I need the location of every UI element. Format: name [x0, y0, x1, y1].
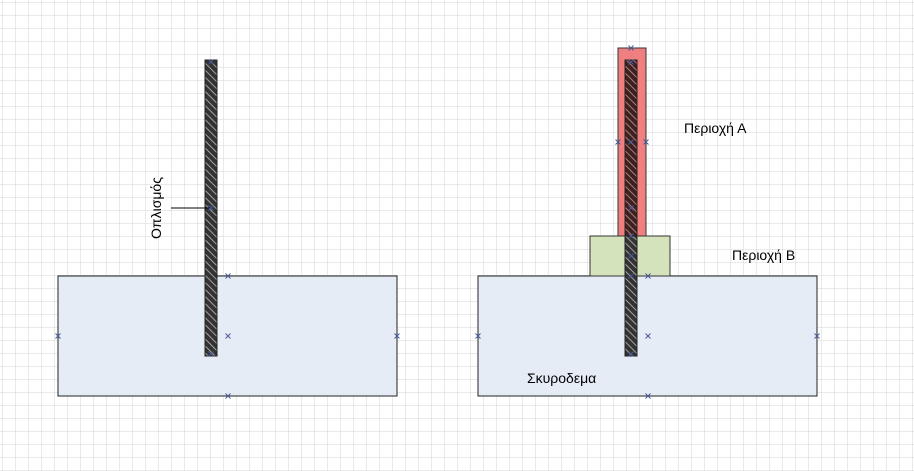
handle-marker: [814, 333, 820, 339]
region-a-label: Περιοχή Α: [684, 120, 747, 136]
handle-marker: [55, 333, 61, 339]
handle-marker: [628, 233, 634, 239]
handle-marker: [225, 273, 231, 279]
handle-marker: [394, 333, 400, 339]
handle-marker: [208, 205, 214, 211]
handle-marker: [628, 205, 634, 211]
handle-marker: [643, 139, 649, 145]
handle-marker: [628, 351, 634, 357]
handle-marker: [208, 59, 214, 65]
handle-marker: [475, 333, 481, 339]
rebar-right-lower[interactable]: [624, 235, 638, 357]
rebar-label: Οπλισμός: [148, 177, 164, 239]
handle-marker: [225, 333, 231, 339]
handle-marker: [628, 59, 634, 65]
handle-marker: [645, 273, 651, 279]
concrete-label: Σκυροδεμα: [527, 370, 596, 386]
handle-marker: [645, 393, 651, 399]
left-diagram: Οπλισμός: [55, 59, 400, 399]
region-b-label: Περιοχή Β: [732, 247, 795, 263]
handles-left: [55, 59, 400, 399]
right-diagram: Περιοχή Α Περιοχή Β Σκυροδεμα: [475, 45, 820, 399]
rebar-right-upper[interactable]: [624, 59, 638, 237]
handle-marker: [628, 253, 634, 259]
handle-marker: [208, 351, 214, 357]
handle-marker: [645, 333, 651, 339]
handle-marker: [615, 139, 621, 145]
handles-right: [475, 45, 820, 399]
handle-marker: [628, 139, 634, 145]
handle-marker: [628, 45, 634, 51]
handle-marker: [225, 393, 231, 399]
handle-marker: [628, 273, 634, 279]
